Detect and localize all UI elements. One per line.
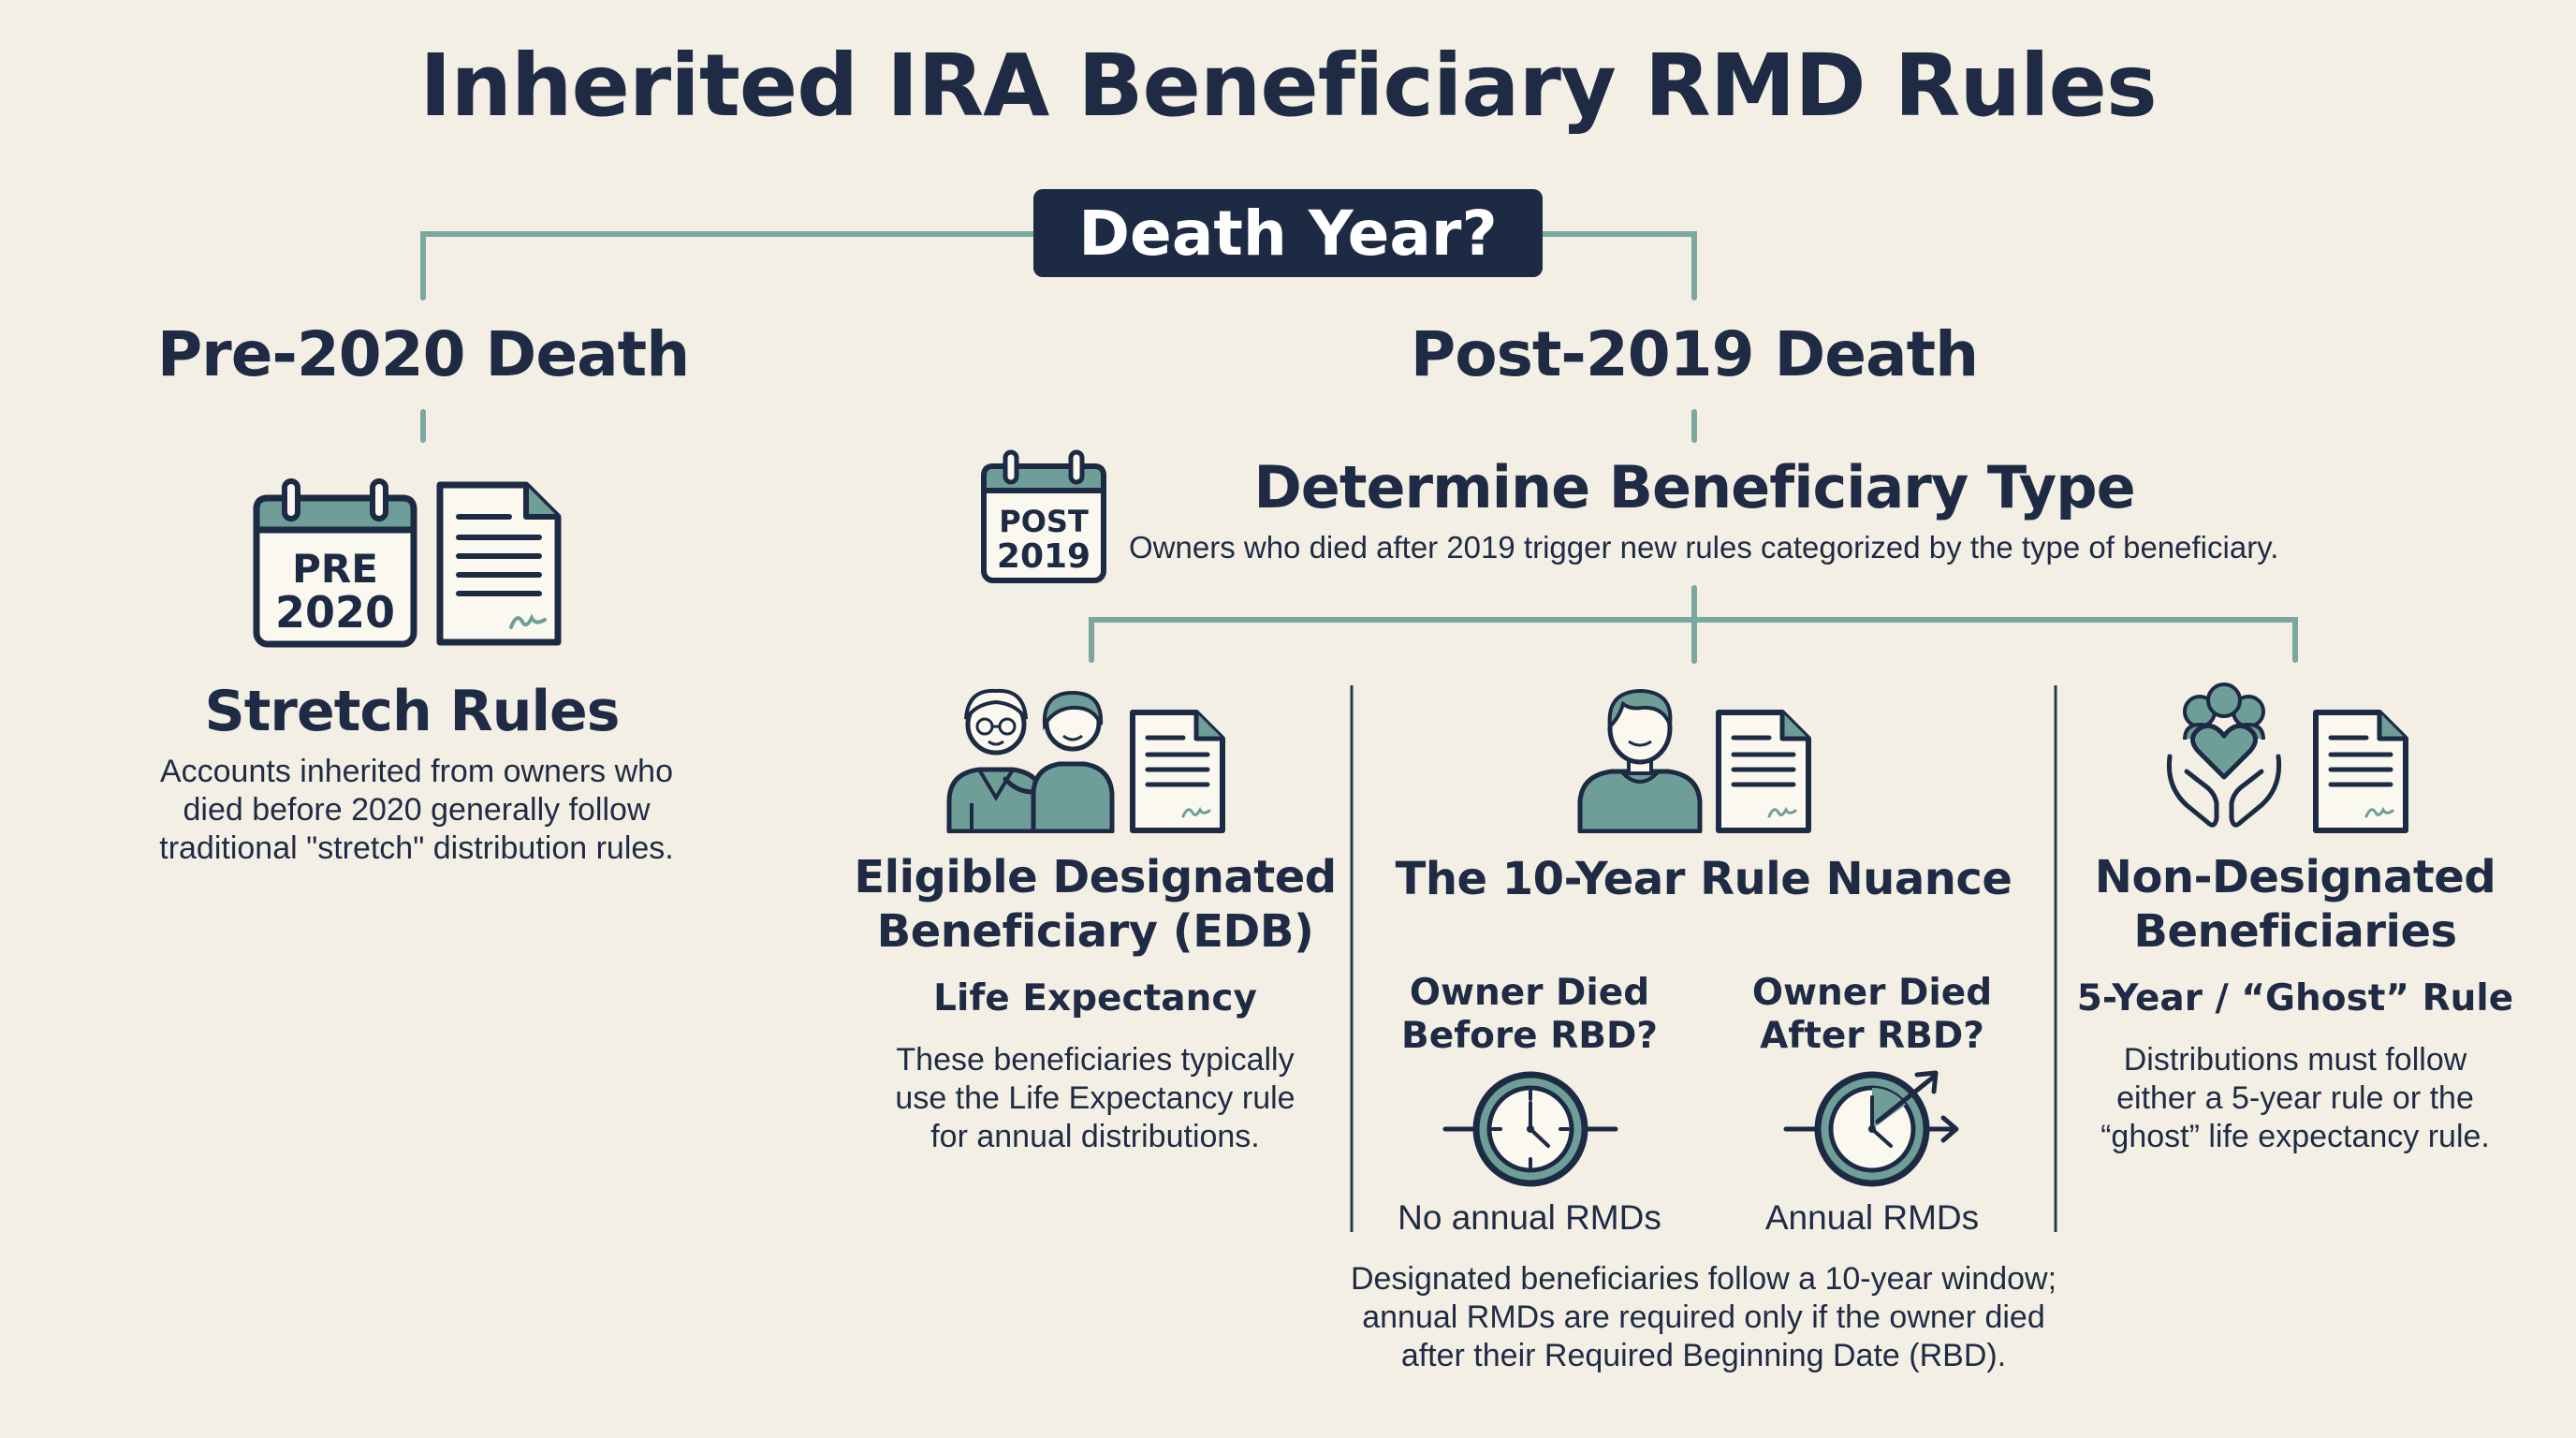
ndb-document-icon (2313, 710, 2408, 833)
ndb-desc-line: Distributions must follow (2123, 1042, 2467, 1078)
annual-rmds-label: Annual RMDs (1764, 1198, 1980, 1237)
before-rbd-line: Owner Died (1409, 972, 1650, 1014)
stretch-desc-line: Accounts inherited from owners who (159, 754, 674, 789)
before-rbd-question: Owner Died Before RBD? (1380, 972, 1679, 1058)
elderly-people-icon (946, 688, 1115, 833)
edb-description: These beneficiaries typically use the Li… (824, 1041, 1367, 1156)
ten-year-desc-line: after their Required Beginning Date (RBD… (1400, 1338, 2007, 1373)
edb-title: Eligible Designated Beneficiary (EDB) (824, 850, 1367, 959)
determine-type-heading: Determine Beneficiary Type (1253, 453, 2135, 521)
edb-rule: Life Expectancy (933, 977, 1257, 1020)
ndb-desc-line: “ghost” life expectancy rule. (2100, 1119, 2490, 1154)
after-rbd-line: After RBD? (1760, 1015, 1984, 1057)
connector-root-right (1540, 231, 1697, 301)
clock-icon (1442, 1071, 1618, 1187)
stretch-rules-description: Accounts inherited from owners who died … (103, 753, 730, 868)
edb-desc-line: These beneficiaries typically (896, 1042, 1295, 1078)
hands-heart-icon (2166, 682, 2282, 828)
no-annual-rmds-label: No annual RMDs (1398, 1198, 1661, 1237)
ten-year-desc-line: annual RMDs are required only if the own… (1362, 1299, 2045, 1335)
ten-year-description: Designated beneficiaries follow a 10-yea… (1310, 1260, 2097, 1375)
connector-root-left (420, 231, 1036, 301)
death-year-label: Death Year? (1078, 197, 1498, 270)
pre-2020-document-icon (436, 481, 562, 646)
determine-type-description: Owners who died after 2019 trigger new r… (1129, 530, 2279, 565)
edb-document-icon (1130, 710, 1225, 833)
ten-year-title: The 10-Year Rule Nuance (1395, 853, 2012, 905)
ten-year-desc-line: Designated beneficiaries follow a 10-yea… (1350, 1261, 2057, 1297)
ndb-title-line: Non-Designated (2094, 851, 2496, 903)
ten-year-document-icon (1716, 710, 1811, 833)
after-rbd-line: Owner Died (1751, 972, 1993, 1014)
edb-desc-line: use the Life Expectancy rule (895, 1080, 1295, 1116)
stretch-desc-line: traditional "stretch" distribution rules… (159, 830, 674, 866)
pre-calendar-line2: 2020 (275, 587, 395, 638)
stretch-rules-title: Stretch Rules (204, 679, 621, 744)
post-2019-heading: Post-2019 Death (1410, 318, 1979, 390)
before-rbd-line: Before RBD? (1401, 1015, 1658, 1057)
post-calendar-line1: POST (999, 504, 1089, 539)
death-year-node: Death Year? (1033, 189, 1543, 277)
after-rbd-question: Owner Died After RBD? (1722, 972, 2022, 1058)
post-calendar-line2: 2019 (997, 537, 1090, 576)
person-icon (1577, 688, 1703, 833)
stretch-desc-line: died before 2020 generally follow (183, 792, 651, 828)
ndb-description: Distributions must follow either a 5-yea… (2041, 1041, 2550, 1156)
edb-title-line: Eligible Designated (854, 851, 1337, 903)
clock-arrow-icon (1783, 1070, 1959, 1187)
edb-desc-line: for annual distributions. (930, 1119, 1260, 1154)
pre-calendar-line1: PRE (292, 546, 378, 592)
ndb-rule: 5-Year / “Ghost” Rule (2076, 977, 2514, 1020)
edb-title-line: Beneficiary (EDB) (876, 905, 1314, 958)
ndb-title: Non-Designated Beneficiaries (2041, 850, 2550, 959)
ndb-title-line: Beneficiaries (2133, 905, 2457, 958)
pre-2020-calendar-icon: PRE 2020 (253, 478, 417, 648)
pre-2020-heading: Pre-2020 Death (156, 318, 690, 390)
post-2019-calendar-icon: POST 2019 (981, 449, 1106, 583)
ndb-desc-line: either a 5-year rule or the (2116, 1080, 2474, 1116)
page-title: Inherited IRA Beneficiary RMD Rules (419, 36, 2157, 136)
connector-type-branch (1089, 617, 2298, 663)
